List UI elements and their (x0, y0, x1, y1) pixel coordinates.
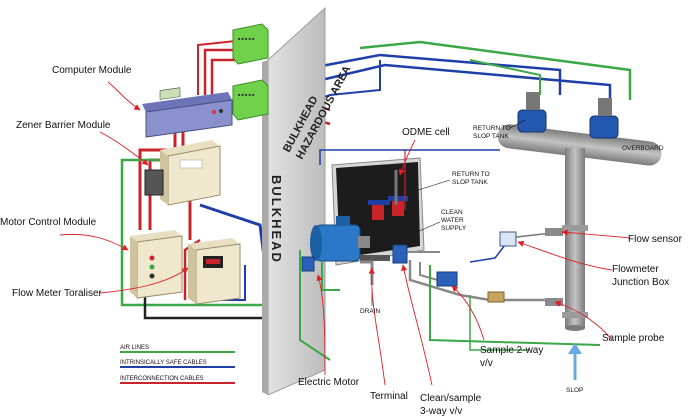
label-sample-2way-1: Sample 2-way (480, 345, 543, 356)
label-clean-sample-1: Clean/sample (420, 393, 482, 404)
label-electric-motor: Electric Motor (298, 377, 360, 388)
slop-arrow (568, 343, 582, 380)
computer-module-unit (142, 87, 233, 138)
return-slop-top-2: SLOP TANK (473, 133, 509, 140)
overboard-label: OVERBOARD (622, 145, 664, 152)
legend-label-is: INTRINSICALLY SAFE CABLES (120, 360, 207, 366)
arrow-flowmeter-jb (517, 240, 613, 271)
motor-control-unit (130, 230, 183, 299)
arrow-flow-meter-totaliser (99, 267, 189, 294)
legend-label-air: AIR LINES (120, 345, 149, 351)
callout-labels: Computer Module Zener Barrier Module Mot… (0, 65, 683, 417)
legend: AIR LINES INTRINSICALLY SAFE CABLES INTE… (120, 345, 235, 384)
label-flow-sensor: Flow sensor (628, 234, 683, 245)
label-motor-control-module: Motor Control Module (0, 217, 97, 228)
return-slop-top-1: RETURN TO (473, 125, 511, 132)
label-computer-module: Computer Module (52, 65, 132, 76)
clean-water-1: CLEAN (441, 209, 463, 216)
label-clean-sample-2: 3-way v/v (420, 406, 462, 417)
label-sample-probe: Sample probe (602, 333, 665, 344)
arrow-terminal (368, 267, 386, 386)
sample-two-way-valve (436, 271, 563, 306)
wall-bulkhead-vertical: BULKHEAD (269, 175, 284, 264)
slop-label: SLOP (566, 387, 583, 394)
svg-text:■ ■ ■ ■ ■: ■ ■ ■ ■ ■ (238, 36, 255, 41)
overboard-valves (517, 92, 619, 139)
return-slop-mid-1: RETURN TO (452, 171, 490, 178)
svg-text:■ ■ ■ ■ ■: ■ ■ ■ ■ ■ (238, 92, 255, 97)
legend-label-interconnection: INTERCONNECTION CABLES (120, 376, 204, 382)
label-odme-cell: ODME cell (402, 127, 450, 138)
arrow-clean-sample (401, 264, 433, 386)
arrow-electric-motor (316, 274, 326, 376)
label-zener-barrier-module: Zener Barrier Module (16, 120, 111, 131)
electric-motor-unit (310, 216, 390, 291)
clean-water-3: SUPPLY (441, 225, 467, 232)
label-terminal: Terminal (370, 391, 408, 402)
label-flowmeter-jb-1: Flowmeter (612, 264, 659, 275)
arrow-sample-probe (554, 300, 613, 341)
flowmeter-junction-box-unit (499, 228, 563, 247)
annotation-arrows (59, 81, 631, 386)
drain-label: DRAIN (360, 308, 381, 315)
zener-barrier-unit (144, 140, 221, 206)
arrow-odme-cell (398, 139, 416, 176)
label-sample-2way-2: v/v (480, 358, 493, 369)
arrow-motor-control (59, 233, 129, 251)
flow-meter-totaliser-unit (188, 238, 241, 305)
label-flow-meter-totaliser: Flow Meter Toraliser (12, 288, 103, 299)
main-pipe (497, 124, 662, 331)
arrow-zener-barrier (99, 131, 149, 166)
terminal-box (301, 256, 315, 272)
arrow-computer-module (107, 81, 141, 111)
arrow-sample-2way (451, 285, 485, 341)
clean-water-2: WATER (441, 217, 464, 224)
small-labels: RETURN TO SLOP TANK OVERBOARD RETURN TO … (360, 119, 664, 394)
return-slop-mid-2: SLOP TANK (452, 179, 488, 186)
arrow-flow-sensor (561, 229, 631, 239)
top-green-units: ■ ■ ■ ■ ■ ■ ■ ■ ■ ■ (232, 23, 269, 121)
label-flowmeter-jb-2: Junction Box (612, 277, 669, 288)
